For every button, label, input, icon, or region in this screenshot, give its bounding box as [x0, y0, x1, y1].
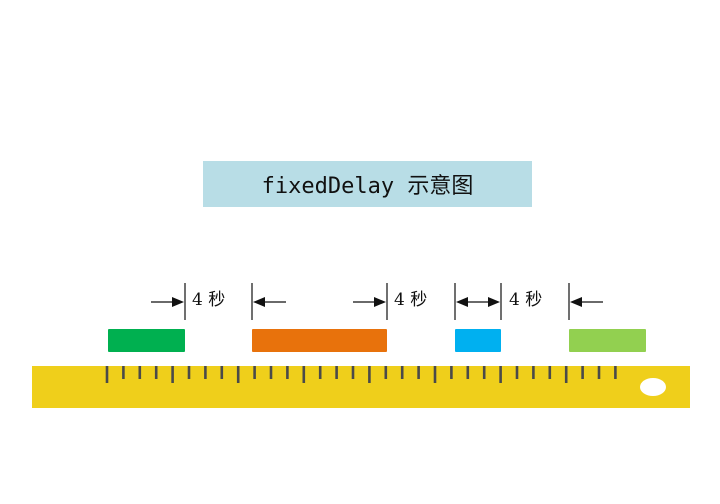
delay-label-3: 4 秒 [509, 290, 543, 310]
delay-label-2: 4 秒 [394, 290, 428, 310]
diagram-title: fixedDelay 示意图 [261, 174, 474, 199]
delay-label-1: 4 秒 [192, 290, 226, 310]
arrow-head [456, 297, 468, 307]
task-bar-4 [569, 329, 646, 352]
arrow-head [374, 297, 386, 307]
arrow-head [253, 297, 265, 307]
arrow-head [172, 297, 184, 307]
delay-marker-2 [353, 283, 488, 320]
ruler-ticks [105, 366, 617, 383]
title-box: fixedDelay 示意图 [203, 161, 532, 207]
delay-marker-3 [488, 283, 603, 320]
task-bar-2 [252, 329, 387, 352]
arrow-head [488, 297, 500, 307]
delay-marker-1 [151, 283, 286, 320]
ruler-body [32, 366, 690, 408]
task-bars [108, 329, 646, 352]
task-bar-1 [108, 329, 185, 352]
task-bar-3 [455, 329, 501, 352]
ruler-hole [640, 378, 666, 396]
ruler [32, 366, 690, 408]
arrow-head [570, 297, 582, 307]
